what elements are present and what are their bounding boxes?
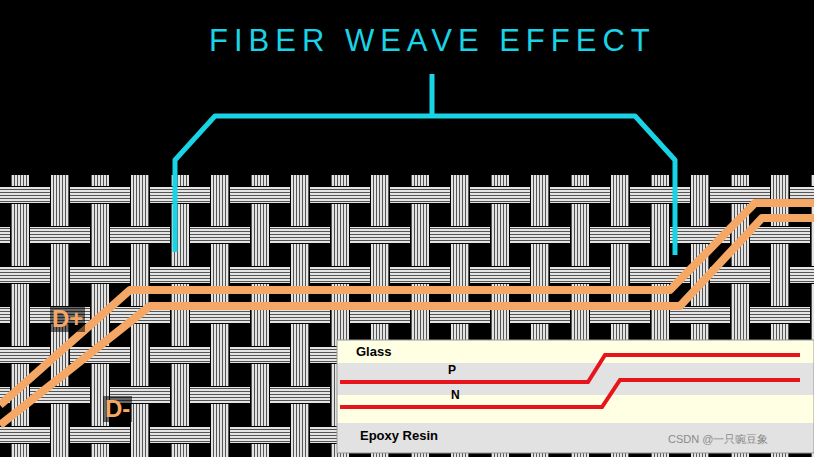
title: FIBER WEAVE EFFECT: [209, 24, 656, 58]
signal-name: N: [451, 389, 460, 402]
signal-name: P: [448, 364, 456, 377]
signal-name: D-: [103, 396, 132, 422]
glass-weave: [0, 175, 814, 457]
watermark: CSDN @一只豌豆象: [668, 433, 768, 445]
n-trace: [340, 380, 800, 407]
signal-name: D+: [50, 306, 85, 332]
bracket: [175, 74, 675, 255]
cross-section-inset: [337, 340, 814, 453]
p-trace: [340, 355, 800, 382]
layer-name: Epoxy Resin: [360, 429, 438, 443]
d-minus-trace: [0, 218, 814, 425]
layer-name: Glass: [356, 345, 391, 359]
